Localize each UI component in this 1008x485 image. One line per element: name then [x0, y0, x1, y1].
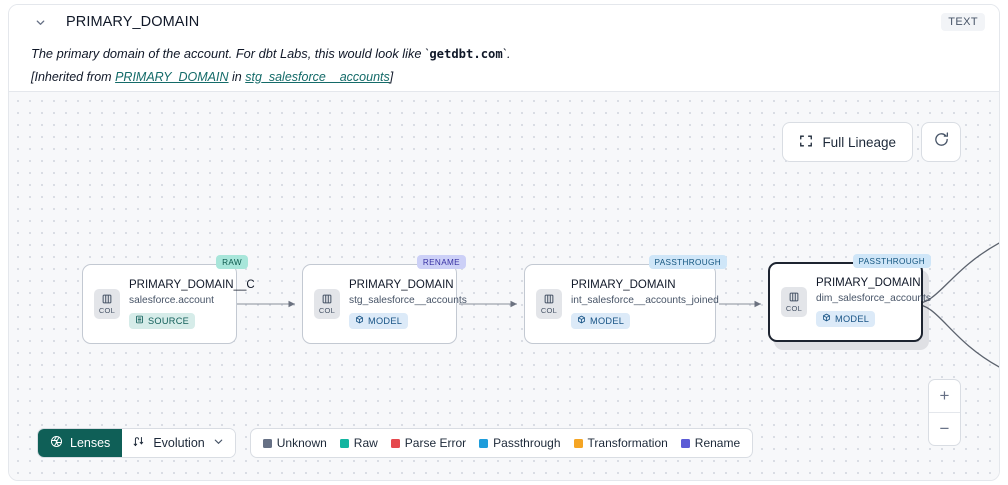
lineage-node-selected[interactable]: PASSTHROUGH COL PRIMARY_DOMAIN dim_sales… [768, 254, 931, 342]
legend-swatch-unknown [262, 438, 272, 448]
lineage-node[interactable]: RENAME COL PRIMARY_DOMAIN stg_salesforce… [302, 255, 467, 344]
node-source-name: dim_salesforce_accounts [816, 292, 931, 304]
column-type-badge: TEXT [941, 13, 985, 31]
zoom-divider [929, 412, 960, 413]
legend-item: Transformation [573, 436, 668, 450]
node-kind-badge: SOURCE [129, 312, 196, 329]
zoom-in-button[interactable]: + [939, 386, 950, 405]
inherit-close-text: ] [389, 69, 394, 84]
column-icon-badge: COL [314, 289, 340, 319]
lenses-group: Lenses Evolution [37, 428, 236, 458]
legend-label: Unknown [276, 436, 327, 450]
inherit-mid-text: in [228, 69, 246, 84]
legend-swatch-passthrough [479, 438, 489, 448]
node-kind-label: MODEL [590, 315, 625, 326]
node-kind-label: SOURCE [148, 315, 190, 326]
lineage-top-controls: Full Lineage [782, 122, 961, 162]
column-icon-badge: COL [94, 289, 120, 319]
node-kind-label: MODEL [368, 315, 403, 326]
legend-item: Raw [339, 436, 378, 450]
node-kind-badge: MODEL [816, 310, 876, 327]
column-icon-badge: COL [536, 289, 562, 319]
lenses-button[interactable]: Lenses [38, 429, 123, 457]
col-label: COL [318, 306, 336, 315]
column-description: The primary domain of the account. For d… [9, 39, 999, 64]
full-lineage-label: Full Lineage [822, 134, 896, 150]
cube-icon [822, 313, 831, 324]
aperture-icon [50, 435, 63, 451]
col-label: COL [785, 304, 803, 313]
inherited-from-note: [Inherited from PRIMARY_DOMAIN in stg_sa… [9, 64, 999, 87]
full-lineage-button[interactable]: Full Lineage [782, 122, 913, 162]
column-icon-badge: COL [781, 287, 807, 317]
legend-item: Unknown [262, 436, 327, 450]
legend-label: Raw [353, 436, 378, 450]
node-column-name: PRIMARY_DOMAIN__C [129, 278, 255, 291]
legend-label: Transformation [587, 436, 668, 450]
updown-arrows-icon [132, 435, 145, 451]
legend-swatch-raw [339, 438, 349, 448]
node-tag: PASSTHROUGH [648, 255, 727, 269]
description-code: getdbt.com [429, 47, 503, 61]
chevron-down-icon[interactable] [31, 13, 49, 31]
node-kind-badge: MODEL [571, 312, 631, 329]
legend-swatch-rename [680, 438, 690, 448]
legend-swatch-transformation [573, 438, 583, 448]
node-column-name: PRIMARY_DOMAIN [349, 278, 454, 291]
node-column-name: PRIMARY_DOMAIN [816, 276, 921, 289]
evolution-dropdown[interactable]: Evolution [122, 429, 235, 457]
column-detail-panel: PRIMARY_DOMAIN TEXT The primary domain o… [8, 4, 1000, 481]
cube-icon [577, 315, 586, 326]
page-title: PRIMARY_DOMAIN [66, 14, 200, 30]
column-header: PRIMARY_DOMAIN TEXT The primary domain o… [9, 5, 999, 91]
legend-item: Passthrough [479, 436, 561, 450]
legend-swatch-parse-error [390, 438, 400, 448]
lenses-label: Lenses [70, 436, 111, 450]
refresh-icon [933, 131, 950, 153]
legend-item: Rename [680, 436, 741, 450]
zoom-out-button[interactable]: − [939, 419, 950, 438]
node-tag: PASSTHROUGH [852, 254, 931, 268]
lineage-canvas[interactable]: Full Lineage RAW COL PRIMARY_DOMAIN__C s… [9, 91, 999, 480]
legend-label: Passthrough [493, 436, 561, 450]
lineage-node[interactable]: PASSTHROUGH COL PRIMARY_DOMAIN int_sales… [524, 255, 727, 344]
refresh-button[interactable] [921, 122, 961, 162]
legend-label: Rename [694, 436, 741, 450]
zoom-controls: + − [928, 379, 961, 446]
description-suffix: `. [502, 46, 511, 61]
col-label: COL [98, 306, 116, 315]
cube-icon [355, 315, 364, 326]
description-prefix: The primary domain of the account. For d… [31, 46, 430, 61]
lineage-legend: Unknown Raw Parse Error Passthrough Tran… [249, 428, 754, 458]
node-column-name: PRIMARY_DOMAIN [571, 278, 676, 291]
node-source-name: stg_salesforce__accounts [349, 294, 467, 306]
legend-label: Parse Error [404, 436, 467, 450]
node-kind-label: MODEL [835, 313, 870, 324]
database-icon [135, 315, 144, 326]
node-source-name: int_salesforce__accounts_joined [571, 294, 719, 306]
node-source-name: salesforce.account [129, 294, 214, 306]
chevron-down-icon [213, 436, 224, 450]
node-tag: RAW [216, 255, 248, 269]
lineage-bottom-toolbar: Lenses Evolution Unknown [37, 428, 754, 458]
lineage-node[interactable]: RAW COL PRIMARY_DOMAIN__C salesforce.acc… [82, 255, 255, 344]
inherit-open-text: [Inherited from [31, 69, 116, 84]
node-tag: RENAME [416, 255, 466, 269]
inherited-model-link[interactable]: stg_salesforce__accounts [245, 69, 390, 84]
legend-item: Parse Error [390, 436, 467, 450]
col-label: COL [540, 306, 558, 315]
node-kind-badge: MODEL [349, 312, 409, 329]
evolution-label: Evolution [153, 436, 205, 450]
expand-icon [799, 134, 813, 151]
inherited-column-link[interactable]: PRIMARY_DOMAIN [115, 69, 229, 84]
